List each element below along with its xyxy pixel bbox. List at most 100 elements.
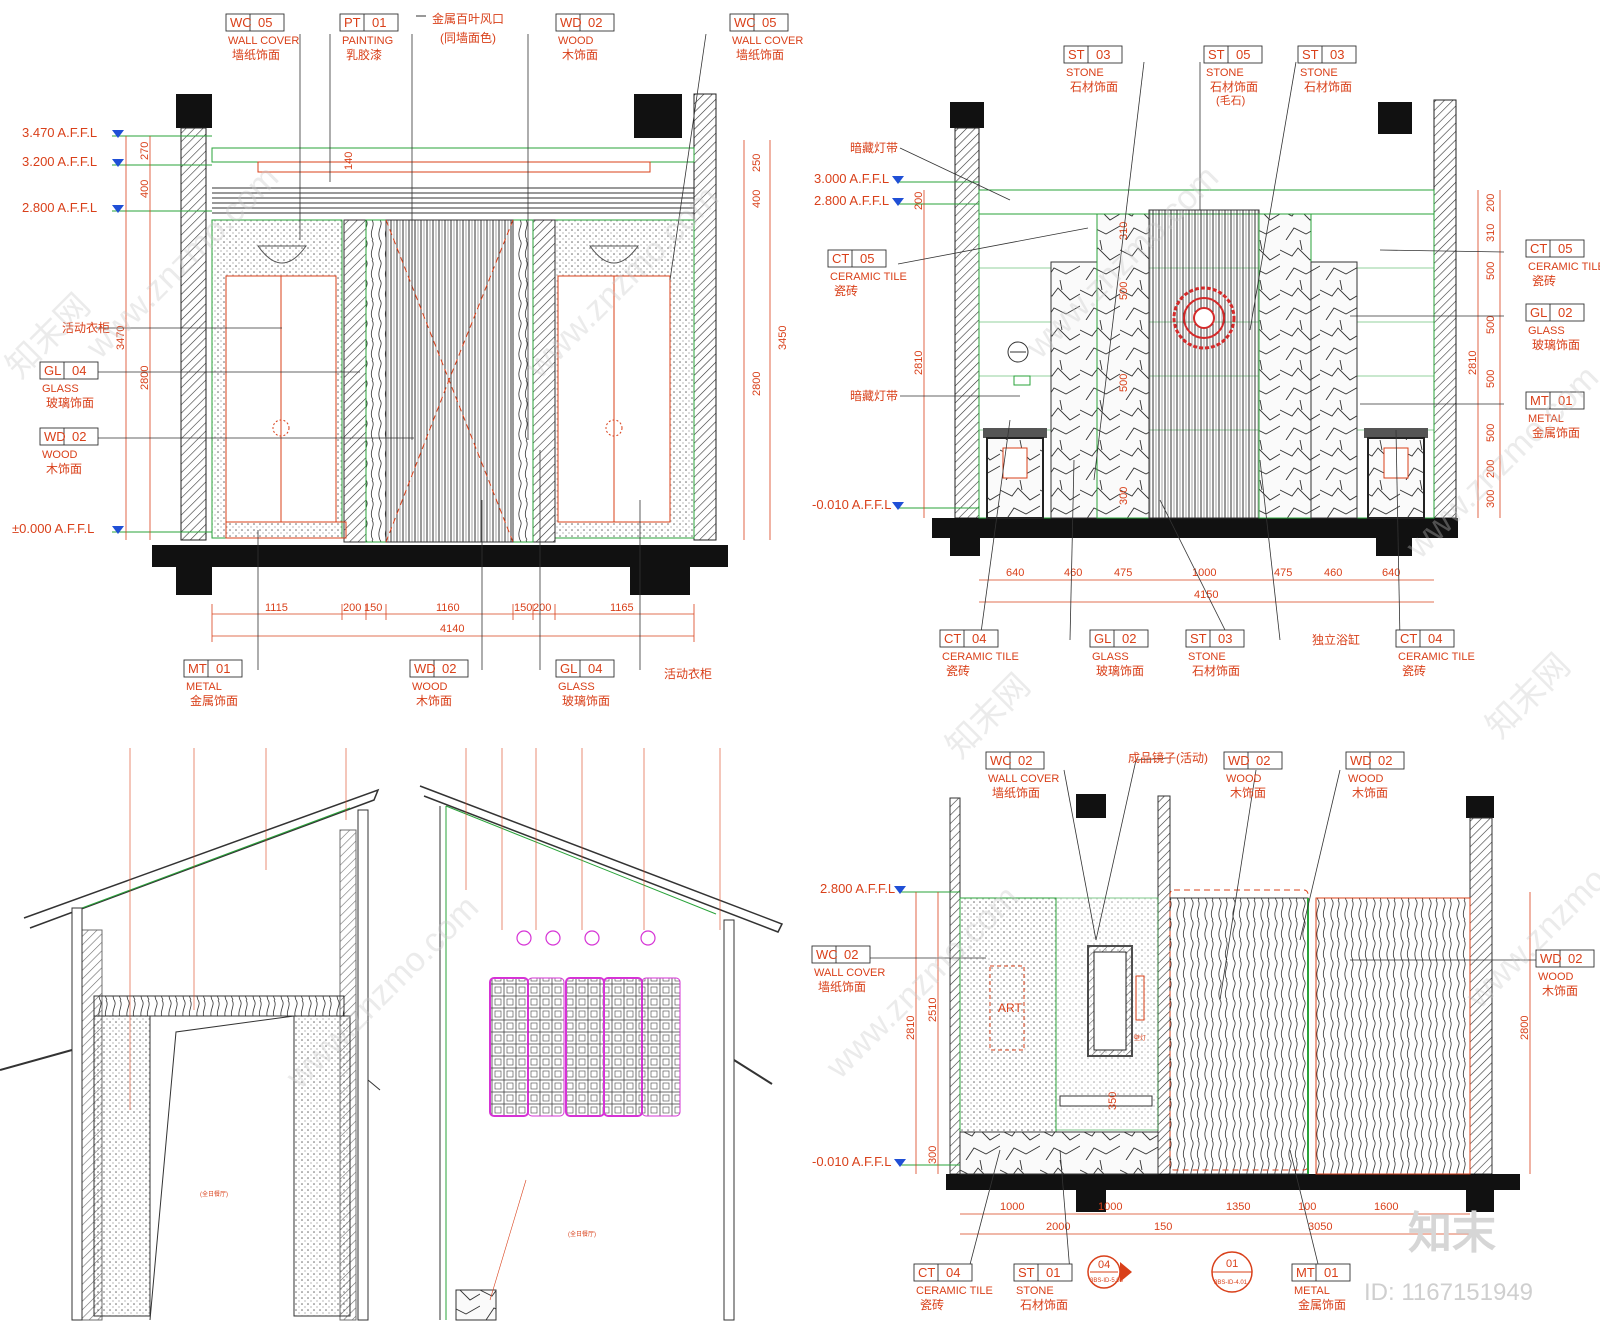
e1-leaders xyxy=(96,33,707,670)
e2-column-left-top xyxy=(950,102,984,128)
tag-english: WOOD xyxy=(42,449,77,461)
e1-dim-v-250: 250 xyxy=(751,154,763,172)
e2-dim-r-310: 310 xyxy=(1485,224,1497,242)
e2-dim-h-460b: 460 xyxy=(1324,567,1342,579)
elevation-1: 3.470 A.F.F.L 3.200 A.F.F.L 2.800 A.F.F.… xyxy=(12,33,789,670)
tag-code: CT xyxy=(918,1265,935,1280)
e1-dim-h-1115: 1115 xyxy=(265,602,288,614)
e2-dim-r-300: 300 xyxy=(1485,490,1497,508)
e2-wall-right xyxy=(1433,99,1457,519)
e1-dim-v-400r: 400 xyxy=(751,190,763,208)
tag-chinese: 墙纸饰面 xyxy=(736,48,784,62)
tag-chinese: 乳胶漆 xyxy=(346,47,382,62)
e4-level-1: 2.800 A.F.F.L xyxy=(820,881,895,896)
tag-english: GLASS xyxy=(1092,651,1129,663)
tag-box xyxy=(1525,391,1585,410)
e3a-room-label: (全日餐厅) xyxy=(200,1190,228,1198)
tag-chinese: 木饰面 xyxy=(46,462,82,476)
tag-box xyxy=(811,945,871,964)
e1-dim-v-400: 400 xyxy=(139,180,151,198)
tag-box xyxy=(555,659,615,678)
e1-level-4: ±0.000 A.F.F.L xyxy=(12,521,94,536)
e1-dim-h-150b: 150 xyxy=(514,602,532,614)
tag-number: 03 xyxy=(1330,47,1344,62)
tag-number: 01 xyxy=(216,661,230,676)
e4-wood-left xyxy=(1169,897,1309,1175)
tag-code: CT xyxy=(1530,241,1547,256)
tag-code: ST xyxy=(1208,47,1225,62)
brand-logo: 知末 xyxy=(1408,1209,1496,1258)
tag-box xyxy=(225,13,285,32)
e4-wallcover xyxy=(959,897,1057,1175)
e2-dim-h-640b: 640 xyxy=(1382,567,1400,579)
tag-code: GL xyxy=(1530,305,1547,320)
tag-box xyxy=(1185,629,1245,648)
tag-box xyxy=(1525,239,1585,258)
tag-code: ST xyxy=(1068,47,1085,62)
tag-english: STONE xyxy=(1206,67,1244,79)
e1-dim-h-200a: 200 xyxy=(343,602,361,614)
e2-dim-v-2810: 2810 xyxy=(913,351,925,375)
tag-code: PT xyxy=(344,15,361,30)
tag-number: 03 xyxy=(1096,47,1110,62)
e4-dim-v-300: 300 xyxy=(927,1146,939,1164)
e4-wall-left xyxy=(949,797,961,1175)
e1-dim-h-200b: 200 xyxy=(533,602,551,614)
e2-dim-h-475a: 475 xyxy=(1114,567,1132,579)
e2-column-right-top xyxy=(1378,102,1412,134)
tag-box xyxy=(39,361,99,380)
e4-section-04-ref: 3BS-ID-5.03 xyxy=(1090,1278,1124,1284)
tag-box xyxy=(1013,1263,1073,1282)
tag-code: WC xyxy=(230,15,252,30)
tag-box xyxy=(1297,45,1357,64)
tag-english: METAL xyxy=(1294,1285,1330,1297)
tag-code: WD xyxy=(1540,951,1562,966)
e1-level-1: 3.470 A.F.F.L xyxy=(22,125,97,140)
tag-chinese: 木饰面 xyxy=(1352,786,1388,800)
tag-english: WALL COVER xyxy=(732,35,803,47)
tag-english: STONE xyxy=(1066,67,1104,79)
e2-dim-r-500d: 500 xyxy=(1485,424,1497,442)
e1-wall-right xyxy=(693,93,717,541)
tag-number: 01 xyxy=(1324,1265,1338,1280)
tag-box xyxy=(1223,751,1283,770)
tag-number: 02 xyxy=(1378,753,1392,768)
tag-box xyxy=(409,659,469,678)
tag-chinese: 石材饰面 xyxy=(1210,80,1258,94)
tag-code: WD xyxy=(1228,753,1250,768)
tag-code: GL xyxy=(44,363,61,378)
tag-chinese: 石材饰面 xyxy=(1192,664,1240,678)
e1-column-left-top xyxy=(176,94,212,128)
tag-number: 02 xyxy=(1122,631,1136,646)
e2-glass-right xyxy=(1310,261,1358,519)
tag-box xyxy=(1345,751,1405,770)
tag-english: WOOD xyxy=(1348,773,1383,785)
e1-floor-slab xyxy=(152,545,728,567)
tag-chinese: 金属饰面 xyxy=(1298,1297,1346,1312)
e1-level-3: 2.800 A.F.F.L xyxy=(22,200,97,215)
tag-number: 02 xyxy=(1018,753,1032,768)
note-louver-2: (同墙面色) xyxy=(440,31,496,45)
e1-dim-v-270: 270 xyxy=(139,142,151,160)
tag-code: ST xyxy=(1302,47,1319,62)
note-hidden-light-2: 暗藏灯带 xyxy=(850,388,898,403)
tag-box xyxy=(1291,1263,1351,1282)
tag-chinese: 墙纸饰面 xyxy=(992,786,1040,800)
e4-dim-v-350: 350 xyxy=(1107,1092,1119,1110)
e4-section-04: 04 3BS-ID-5.03 xyxy=(1087,1255,1132,1289)
e2-dim-r-500a: 500 xyxy=(1485,262,1497,280)
note-mirror: 成品镜子(活动) xyxy=(1128,750,1208,765)
e2-dim-r-2810: 2810 xyxy=(1467,351,1479,375)
